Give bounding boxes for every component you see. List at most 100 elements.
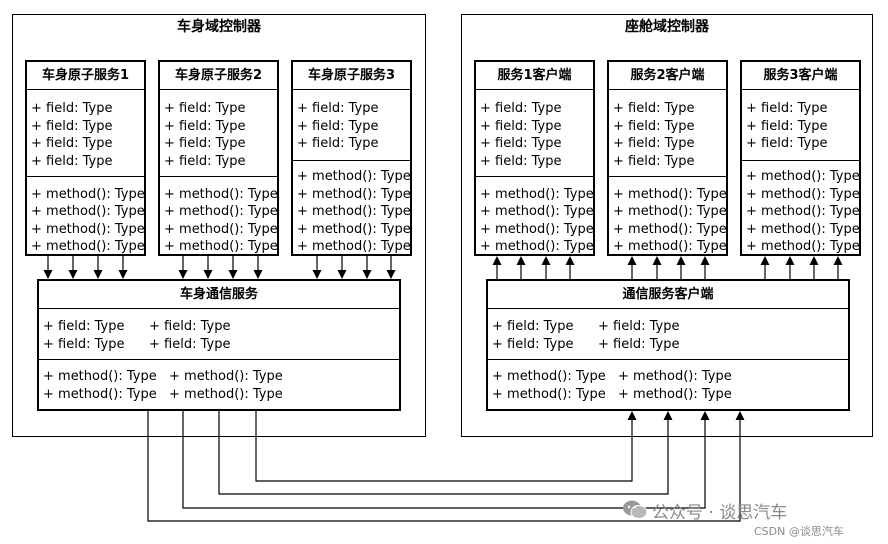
body-comm-service: 车身通信服务 + field: Type + field: Type + fie… bbox=[37, 279, 401, 411]
field-row: + field: Type bbox=[43, 337, 125, 352]
method-row: + method(): Type bbox=[480, 187, 594, 202]
section-divider bbox=[476, 176, 593, 177]
class-title: 服务2客户端 bbox=[609, 62, 726, 90]
method-row: + method(): Type bbox=[480, 204, 594, 219]
arrow-up-icon bbox=[760, 256, 770, 265]
method-row: + method(): Type bbox=[480, 222, 594, 237]
field-row: + field: Type bbox=[598, 319, 680, 334]
method-row: + method(): Type bbox=[31, 222, 145, 237]
body-atomic-service-3: 车身原子服务3 + field: Type + field: Type + fi… bbox=[291, 60, 412, 256]
method-row: + method(): Type bbox=[492, 387, 606, 402]
section-divider bbox=[160, 176, 277, 177]
field-row: + field: Type bbox=[149, 319, 231, 334]
method-row: + method(): Type bbox=[297, 169, 411, 184]
inter-domain-wire bbox=[218, 411, 669, 495]
body-domain-controller-title: 车身域控制器 bbox=[177, 19, 261, 35]
body-atomic-service-1: 车身原子服务1 + field: Type + field: Type + fi… bbox=[25, 60, 146, 256]
section-divider bbox=[742, 160, 859, 161]
arrow-up-icon bbox=[833, 256, 843, 265]
field-row: + field: Type bbox=[480, 136, 562, 151]
field-row: + field: Type bbox=[43, 319, 125, 334]
method-row: + method(): Type bbox=[746, 222, 860, 237]
method-row: + method(): Type bbox=[31, 204, 145, 219]
method-row: + method(): Type bbox=[746, 204, 860, 219]
method-row: + method(): Type bbox=[164, 222, 278, 237]
field-row: + field: Type bbox=[480, 154, 562, 169]
field-row: + field: Type bbox=[492, 319, 574, 334]
field-row: + field: Type bbox=[297, 101, 379, 116]
class-title: 服务1客户端 bbox=[476, 62, 593, 90]
arrow-down-icon bbox=[386, 270, 396, 279]
field-row: + field: Type bbox=[164, 119, 246, 134]
method-row: + method(): Type bbox=[746, 169, 860, 184]
method-row: + method(): Type bbox=[613, 187, 727, 202]
watermark: 公众号 · 谈思汽车 CSDN @谈思汽车 bbox=[622, 496, 872, 542]
method-row: + method(): Type bbox=[169, 387, 283, 402]
arrow-up-icon bbox=[676, 256, 686, 265]
body-atomic-service-2: 车身原子服务2 + field: Type + field: Type + fi… bbox=[158, 60, 279, 256]
arrow-down-icon bbox=[228, 270, 238, 279]
wechat-icon bbox=[622, 499, 648, 521]
field-row: + field: Type bbox=[598, 337, 680, 352]
arrow-down-icon bbox=[43, 270, 53, 279]
method-row: + method(): Type bbox=[169, 369, 283, 384]
method-row: + method(): Type bbox=[613, 239, 727, 254]
field-row: + field: Type bbox=[31, 154, 113, 169]
method-row: + method(): Type bbox=[164, 204, 278, 219]
method-row: + method(): Type bbox=[297, 204, 411, 219]
arrow-up-icon bbox=[492, 256, 502, 265]
arrow-up-icon bbox=[663, 411, 673, 420]
field-row: + field: Type bbox=[480, 101, 562, 116]
field-row: + field: Type bbox=[31, 101, 113, 116]
method-row: + method(): Type bbox=[297, 239, 411, 254]
arrow-up-icon bbox=[516, 256, 526, 265]
field-row: + field: Type bbox=[31, 136, 113, 151]
arrow-up-icon bbox=[627, 411, 637, 420]
field-row: + field: Type bbox=[613, 101, 695, 116]
arrow-up-icon bbox=[700, 256, 710, 265]
inter-domain-wire bbox=[147, 411, 741, 522]
class-title: 车身原子服务1 bbox=[27, 62, 144, 90]
arrow-down-icon bbox=[337, 270, 347, 279]
method-row: + method(): Type bbox=[480, 239, 594, 254]
field-row: + field: Type bbox=[746, 119, 828, 134]
inter-domain-wire bbox=[255, 411, 633, 482]
section-divider bbox=[39, 359, 399, 360]
field-row: + field: Type bbox=[297, 136, 379, 151]
arrow-down-icon bbox=[253, 270, 263, 279]
service-1-client: 服务1客户端 + field: Type + field: Type + fie… bbox=[474, 60, 595, 256]
arrow-down-icon bbox=[312, 270, 322, 279]
field-row: + field: Type bbox=[613, 136, 695, 151]
field-row: + field: Type bbox=[480, 119, 562, 134]
watermark-subtext: CSDN @谈思汽车 bbox=[754, 525, 844, 538]
field-row: + field: Type bbox=[613, 154, 695, 169]
field-row: + field: Type bbox=[297, 119, 379, 134]
class-title: 车身通信服务 bbox=[39, 281, 399, 309]
section-divider bbox=[293, 160, 410, 161]
arrow-down-icon bbox=[118, 270, 128, 279]
class-title: 服务3客户端 bbox=[742, 62, 859, 90]
method-row: + method(): Type bbox=[31, 239, 145, 254]
service-2-client: 服务2客户端 + field: Type + field: Type + fie… bbox=[607, 60, 728, 256]
field-row: + field: Type bbox=[613, 119, 695, 134]
field-row: + field: Type bbox=[492, 337, 574, 352]
method-row: + method(): Type bbox=[746, 239, 860, 254]
method-row: + method(): Type bbox=[297, 187, 411, 202]
field-row: + field: Type bbox=[746, 136, 828, 151]
method-row: + method(): Type bbox=[43, 387, 157, 402]
field-row: + field: Type bbox=[746, 101, 828, 116]
class-title: 车身原子服务2 bbox=[160, 62, 277, 90]
method-row: + method(): Type bbox=[618, 369, 732, 384]
field-row: + field: Type bbox=[149, 337, 231, 352]
field-row: + field: Type bbox=[164, 101, 246, 116]
method-row: + method(): Type bbox=[613, 222, 727, 237]
arrow-down-icon bbox=[68, 270, 78, 279]
method-row: + method(): Type bbox=[164, 239, 278, 254]
arrow-down-icon bbox=[362, 270, 372, 279]
class-title: 车身原子服务3 bbox=[293, 62, 410, 90]
method-row: + method(): Type bbox=[492, 369, 606, 384]
arrow-up-icon bbox=[735, 411, 745, 420]
field-row: + field: Type bbox=[164, 154, 246, 169]
comm-service-client: 通信服务客户端 + field: Type + field: Type + fi… bbox=[486, 279, 850, 411]
